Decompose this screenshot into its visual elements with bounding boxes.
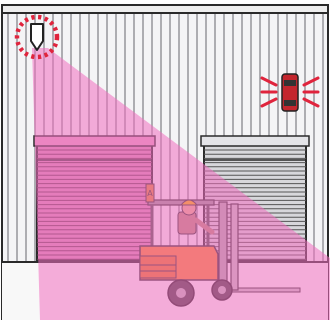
right-door-header: [201, 136, 309, 146]
roof-edge: [2, 5, 328, 13]
